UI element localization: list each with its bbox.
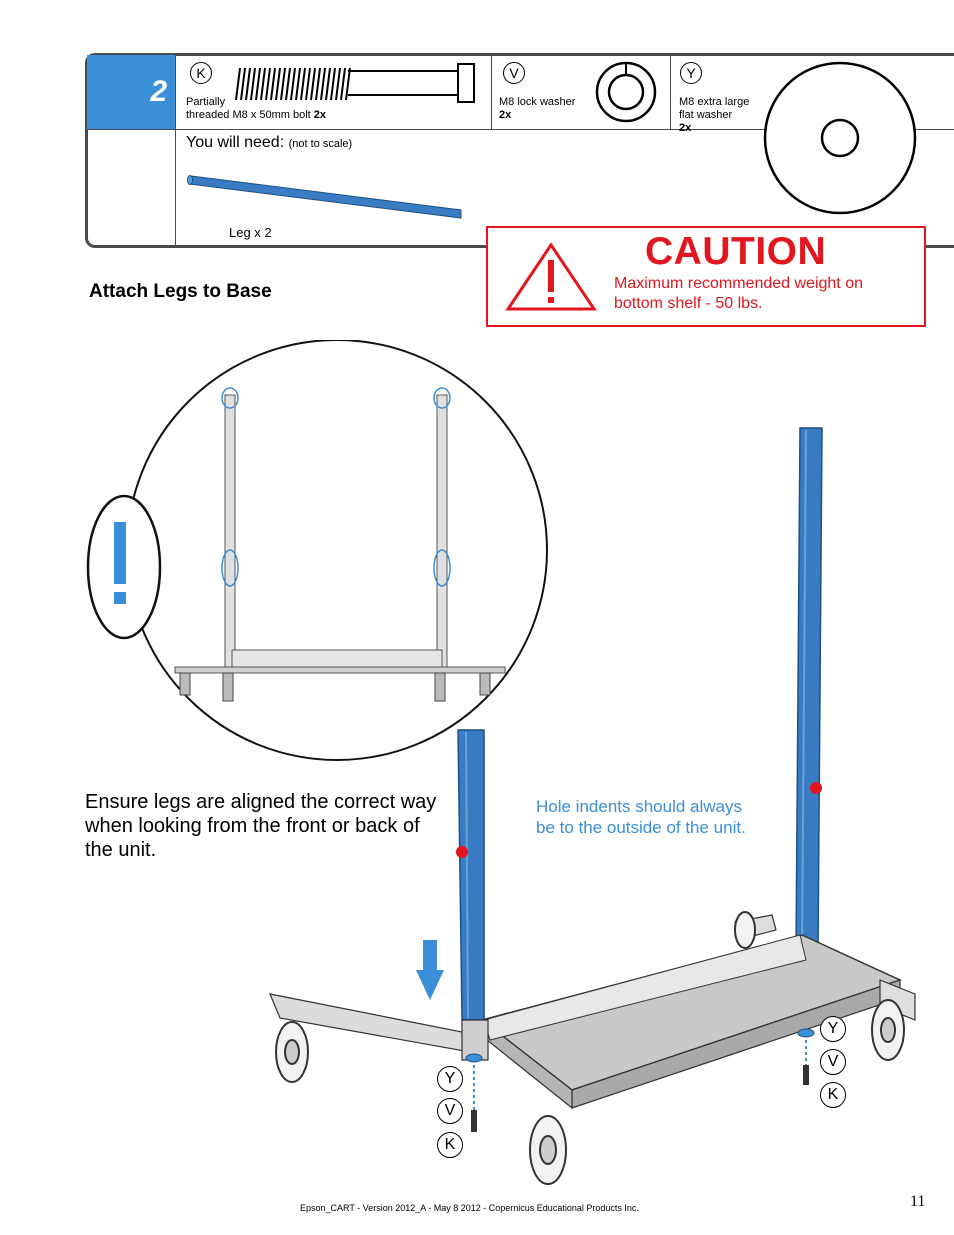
instruction-text: Ensure legs are aligned the correct way … [85,791,437,861]
hole-indent-note: Hole indents should always be to the out… [536,797,746,837]
leg-label: Leg x 2 [229,225,272,240]
part-k-marker: K [190,62,212,84]
step-number: 2 [150,75,167,108]
parts-col-divider [670,55,671,129]
section-title: Attach Legs to Base [89,281,272,302]
part-y-label: M8 extra large flat washer 2x [679,96,750,134]
callout-y-right: Y [820,1016,846,1042]
exclamation-icon [86,494,162,640]
callout-k-left: K [437,1132,463,1158]
flat-washer-icon [763,61,917,215]
lock-washer-icon [595,61,657,123]
step-divider [175,55,176,246]
part-v-label: M8 lock washer 2x [499,96,576,121]
you-will-need: You will need: (not to scale) [186,134,353,151]
footer-text: Epson_CART - Version 2012_A - May 8 2012… [300,1203,639,1213]
cart-assembly-illustration [269,427,916,1185]
detail-magnifier [126,340,548,761]
parts-col-divider [491,55,492,129]
caution-title: CAUTION [645,230,827,273]
bolt-icon [235,63,475,103]
leg-icon [187,175,462,219]
part-k-label: Partially threaded M8 x 50mm bolt 2x [186,96,327,121]
callout-y-left: Y [437,1066,463,1092]
callout-v-left: V [437,1098,463,1124]
part-v-marker: V [503,62,525,84]
page-number: 11 [910,1193,926,1210]
parts-divider [87,129,954,130]
callout-v-right: V [820,1049,846,1075]
part-y-marker: Y [680,62,702,84]
callout-k-right: K [820,1082,846,1108]
caution-text: Maximum recommended weight on bottom she… [614,275,863,312]
warning-triangle-icon [505,242,597,311]
step-number-badge: 2 [87,55,175,129]
